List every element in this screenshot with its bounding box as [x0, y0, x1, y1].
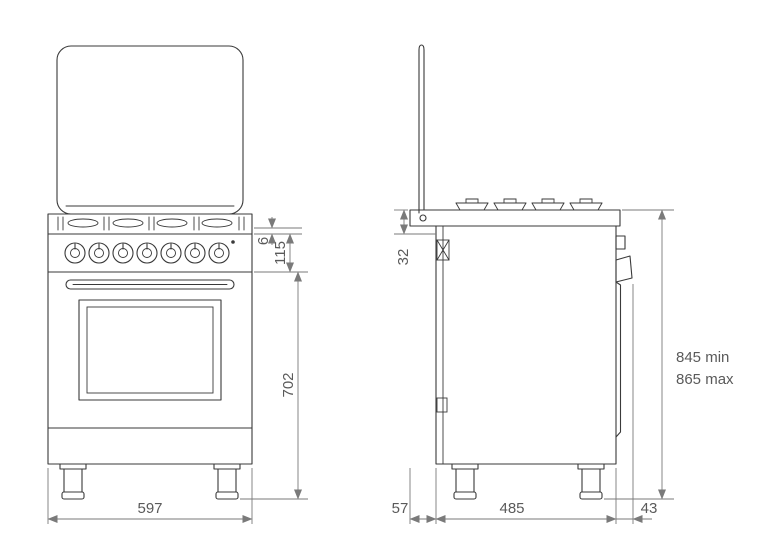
dim-label-hob-rim: 32 [395, 249, 412, 266]
front-body [47, 213, 253, 465]
dimension-43: 43 [616, 284, 657, 524]
front-feet [59, 463, 241, 500]
side-view: 32 845 min 865 max 57 485 43 [392, 44, 734, 524]
side-door-handle [615, 255, 633, 283]
oven-door-handle [65, 279, 235, 290]
dim-label-body-height: 702 [280, 372, 297, 397]
rear-lower-fitting [436, 397, 448, 413]
gas-connection-box [436, 239, 450, 261]
dimension-32: 32 [394, 209, 436, 266]
dimension-485: 485 [435, 468, 617, 524]
front-hob-burners [57, 216, 245, 231]
front-view: 6 115 702 597 [47, 45, 308, 524]
side-body [409, 209, 633, 465]
dim-label-width: 597 [137, 500, 162, 517]
dim-label-hob-edge: 6 [255, 237, 272, 245]
side-hob-top [409, 209, 621, 227]
dimension-702: 702 [240, 271, 308, 500]
dimension-845-865: 845 min 865 max [604, 209, 734, 500]
dimension-597: 597 [47, 468, 253, 524]
lid-hinge [419, 214, 427, 222]
dim-label-body-depth: 485 [499, 500, 524, 517]
dimension-6: 6 [254, 217, 302, 245]
dim-label-handle-depth: 43 [641, 500, 658, 517]
front-lid [56, 45, 244, 215]
front-control-knobs [64, 240, 235, 264]
oven-door-window [78, 299, 222, 401]
dim-label-control-panel: 115 [272, 241, 289, 265]
dim-label-height-min: 845 min [676, 349, 729, 366]
dimension-57: 57 [392, 468, 437, 524]
front-oven-door [65, 279, 235, 401]
dim-label-height-max: 865 max [676, 371, 734, 388]
side-door-face [615, 281, 622, 438]
dim-label-rear-depth: 57 [392, 500, 409, 517]
side-knob-profile [615, 235, 626, 250]
side-lid-open [418, 44, 427, 222]
side-feet [451, 463, 605, 500]
side-burner-profiles [455, 198, 603, 211]
indicator-light [231, 240, 235, 244]
